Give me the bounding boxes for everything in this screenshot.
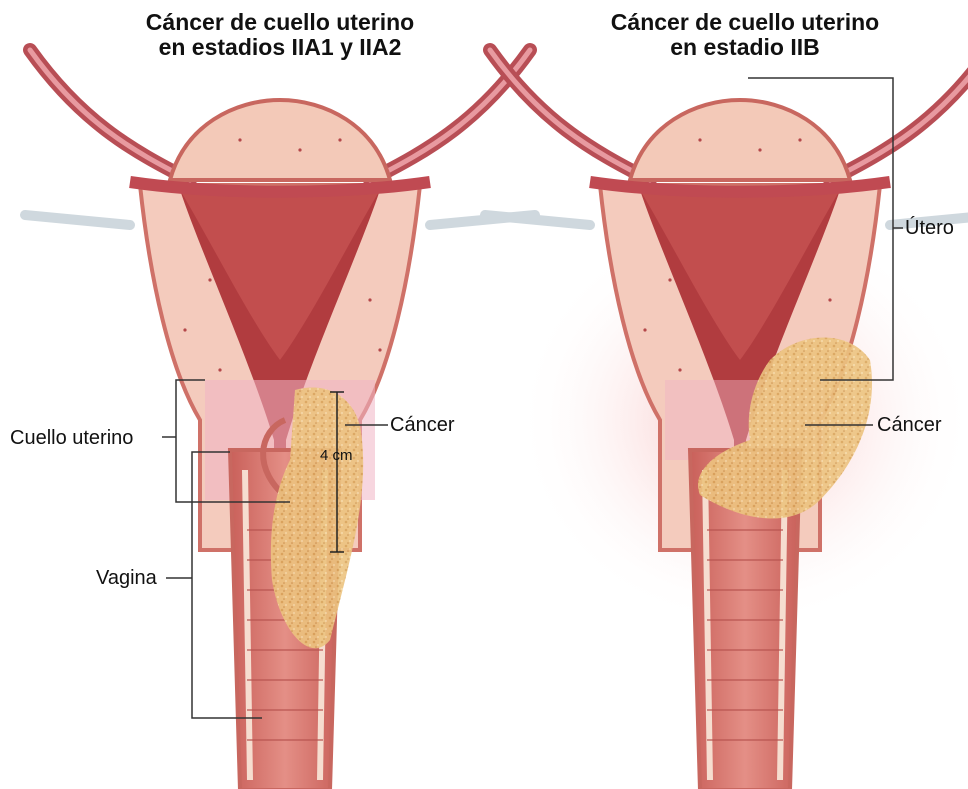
label-cancer-left: Cáncer: [390, 414, 454, 437]
label-measure: 4 cm: [320, 447, 353, 464]
label-uterus: Útero: [905, 217, 954, 240]
label-cancer-right: Cáncer: [877, 414, 941, 437]
left-uterus-illustration: [25, 50, 535, 789]
label-cervix: Cuello uterino: [10, 427, 133, 450]
label-vagina: Vagina: [96, 567, 157, 590]
